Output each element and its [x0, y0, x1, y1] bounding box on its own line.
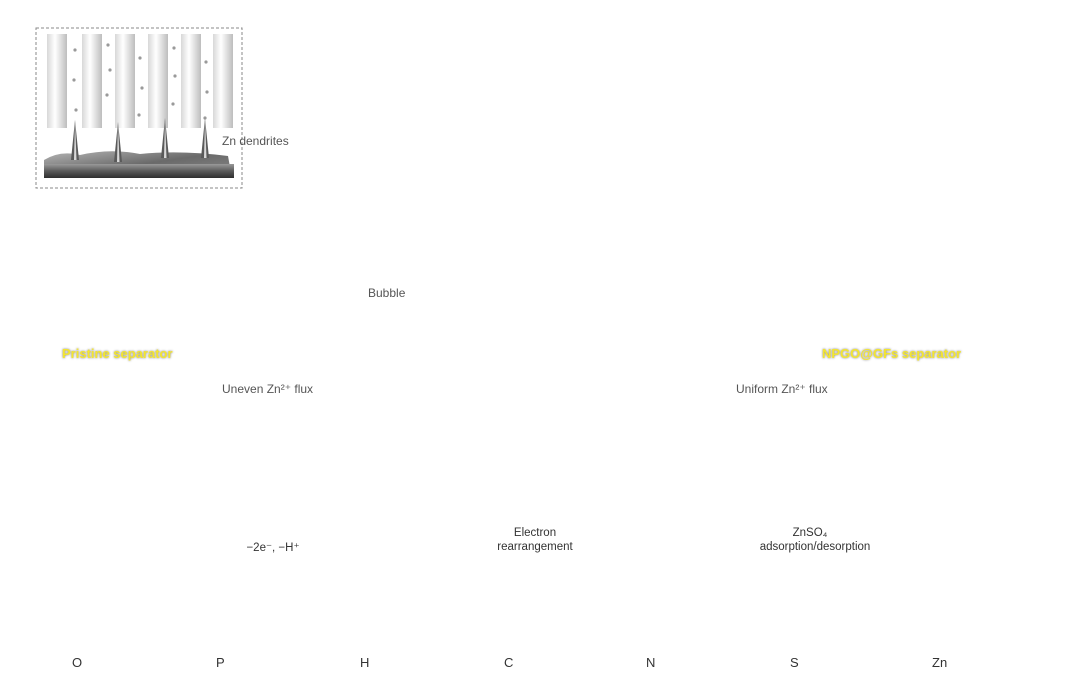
step3-label-line1: ZnSO₄ — [792, 527, 828, 539]
legend-o: O — [72, 655, 83, 670]
uniform-flux-label: Uniform Zn²⁺ flux — [736, 382, 828, 396]
step1-label: −2e⁻, −H⁺ — [246, 542, 300, 554]
legend-c: C — [504, 655, 514, 670]
step2-label-line1: Electron — [513, 527, 557, 539]
bubble-label: Bubble — [368, 286, 406, 300]
step2-label-line2: rearrangement — [497, 541, 573, 553]
npgo-separator-label: NPGO@GFs separator — [822, 346, 962, 361]
legend-h: H — [360, 655, 370, 670]
zn-dendrites-label: Zn dendrites — [222, 134, 289, 148]
left-zoom-inset — [35, 27, 243, 189]
legend-n: N — [646, 655, 656, 670]
step3-label-line2: adsorption/desorption — [759, 541, 871, 553]
legend-s: S — [790, 655, 799, 670]
legend-p: P — [216, 655, 225, 670]
pristine-separator-label: Pristine separator — [62, 346, 173, 361]
uneven-flux-label: Uneven Zn²⁺ flux — [222, 382, 314, 396]
legend-zn: Zn — [932, 655, 948, 670]
